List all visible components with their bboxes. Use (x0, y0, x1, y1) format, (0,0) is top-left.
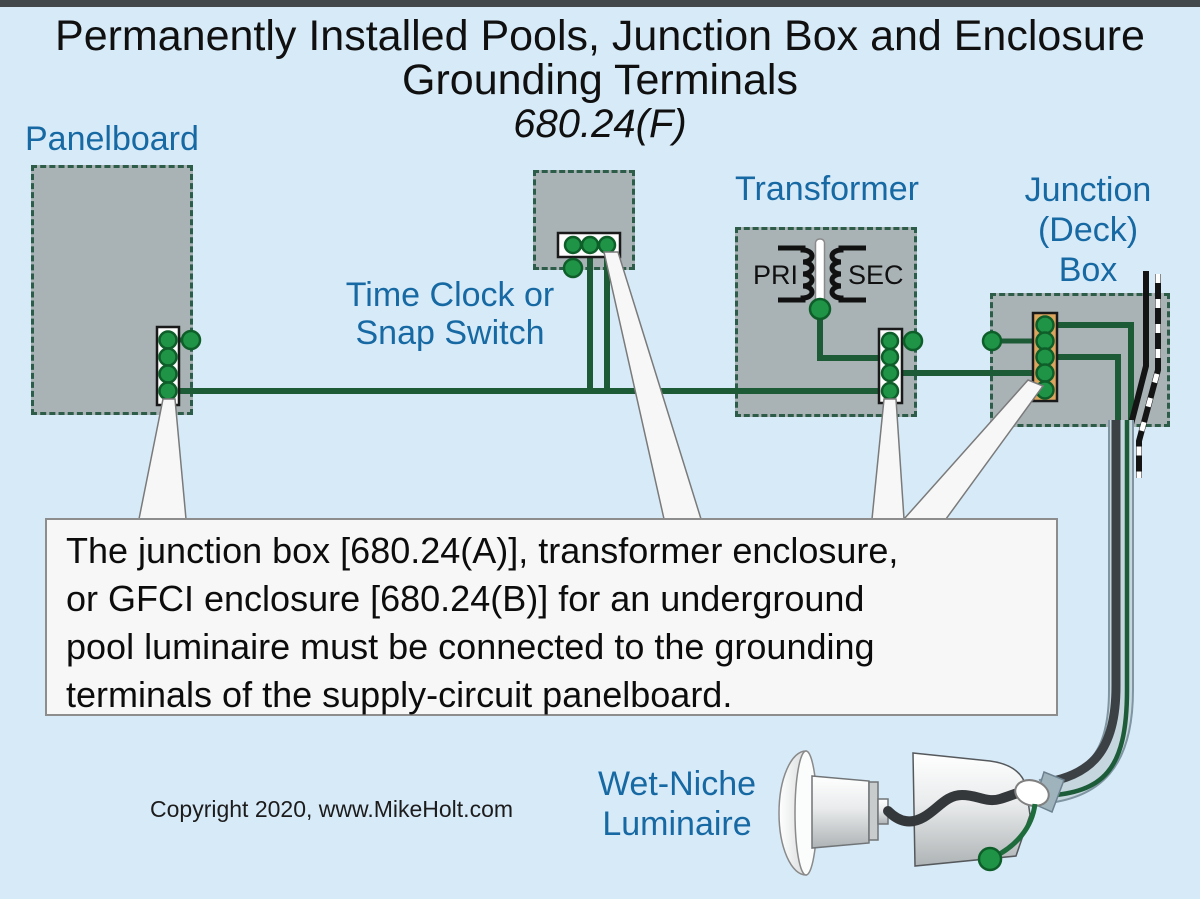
panelboard-enclosure-box (31, 165, 193, 415)
panelboard-ext-ground-dot (180, 329, 202, 351)
terminal-dot (1035, 363, 1055, 383)
luminaire-cord (883, 787, 1027, 827)
terminal-dot (880, 331, 900, 351)
transformer-ext-ground-dot (902, 330, 924, 352)
terminal-dot (158, 364, 178, 384)
conduit-green-wire (1045, 420, 1130, 799)
pri-label: PRI (753, 260, 798, 290)
transformer-core-bar (814, 238, 826, 308)
pointer-from-timeclock (603, 251, 703, 520)
conduit-to-luminaire (1038, 420, 1134, 805)
secondary-coil (829, 245, 866, 303)
terminal-dot (880, 347, 900, 367)
pointer-from-junction (902, 379, 1045, 520)
terminal-dot (1035, 347, 1055, 367)
transformer-symbol: PRI SEC (753, 238, 904, 321)
luminaire-ground-dot (977, 846, 1003, 872)
terminal-dot (1035, 315, 1055, 335)
sec-label: SEC (848, 260, 904, 290)
terminal-dot (880, 363, 900, 383)
wet-niche-luminaire-art (778, 750, 1065, 876)
pointer-from-transformer (871, 398, 905, 520)
terminal-dot (158, 330, 178, 350)
junction-ext-ground-dot (981, 330, 1003, 352)
wire-transformer-core-ground (817, 309, 884, 361)
primary-coil (778, 245, 815, 303)
terminal-dot (563, 235, 583, 255)
wire-nut (1014, 779, 1050, 807)
neutral-conductor-stripe (1136, 274, 1161, 478)
terminal-dot (580, 235, 600, 255)
terminal-dots (158, 235, 1055, 401)
top-edge-bar (0, 0, 1200, 7)
terminal-dot (597, 235, 617, 255)
core-ground-dot (808, 297, 832, 321)
luminaire-clamp-ring (868, 781, 879, 841)
terminal-dot (158, 381, 178, 401)
terminal-dot (158, 347, 178, 367)
terminal-dot (1035, 331, 1055, 351)
timeclock-ext-ground-dot (562, 257, 584, 279)
terminal-dot (880, 381, 900, 401)
pointer-from-panelboard (138, 398, 187, 520)
luminaire-body (811, 775, 870, 849)
